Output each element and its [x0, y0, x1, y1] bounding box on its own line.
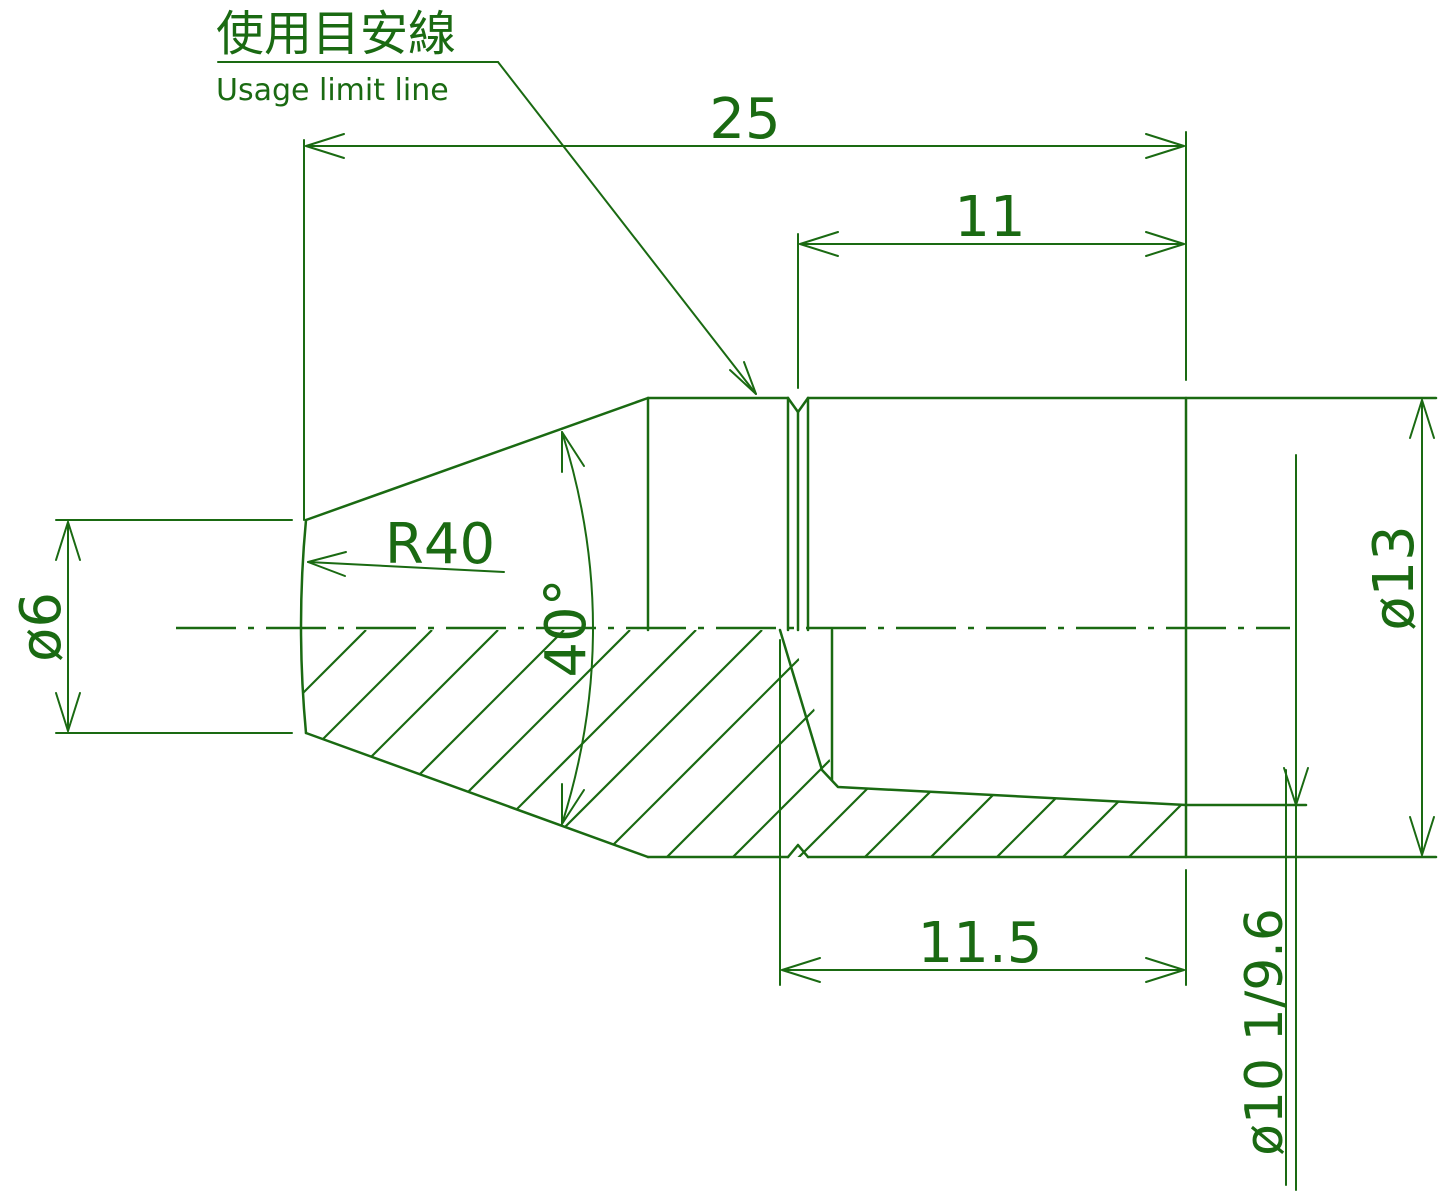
hatch-line — [1125, 630, 1186, 857]
dim-bore-diameter-text: ø10 1/9.6 — [1235, 908, 1295, 1156]
hatch-line — [1059, 630, 1186, 857]
hatch-line — [597, 630, 829, 857]
dim-radius-text: R40 — [385, 512, 495, 577]
dimension-thread-length: 11 — [797, 185, 1185, 389]
hatch-line — [1192, 630, 1422, 860]
dim-overall-length-text: 25 — [709, 87, 780, 152]
hatch-line — [333, 630, 565, 857]
usage-limit-label-en: Usage limit line — [216, 73, 449, 108]
hatch-line — [70, 630, 300, 860]
section-hatch — [70, 630, 1422, 860]
dimension-radius: R40 — [307, 512, 505, 577]
dimension-angle: 40° — [534, 431, 599, 825]
dimension-bore-diameter: ø10 1/9.6 — [1235, 454, 1309, 1191]
hatch-line — [927, 630, 1159, 857]
dimension-bore-depth: 11.5 — [779, 639, 1187, 986]
dim-bore-depth-text: 11.5 — [918, 911, 1043, 976]
dimension-outer-diameter: ø13 — [1362, 399, 1435, 856]
dim-angle-text: 40° — [534, 578, 599, 677]
hatch-line — [304, 630, 433, 857]
dim-tip-diameter-text: ø6 — [9, 592, 74, 662]
hatch-line — [993, 630, 1186, 857]
hatch-line — [861, 630, 1093, 857]
usage-limit-leader: 使用目安線 Usage limit line — [216, 6, 757, 395]
hatch-line — [795, 630, 1027, 857]
usage-limit-label-jp: 使用目安線 — [216, 6, 456, 62]
hatch-line — [531, 630, 763, 857]
hatch-line — [304, 630, 367, 857]
dim-outer-diameter-text: ø13 — [1362, 525, 1427, 631]
hatch-line — [729, 630, 961, 857]
dim-thread-length-text: 11 — [954, 185, 1025, 250]
dimension-overall-length: 25 — [303, 87, 1187, 521]
dimension-tip-diameter: ø6 — [9, 519, 293, 734]
